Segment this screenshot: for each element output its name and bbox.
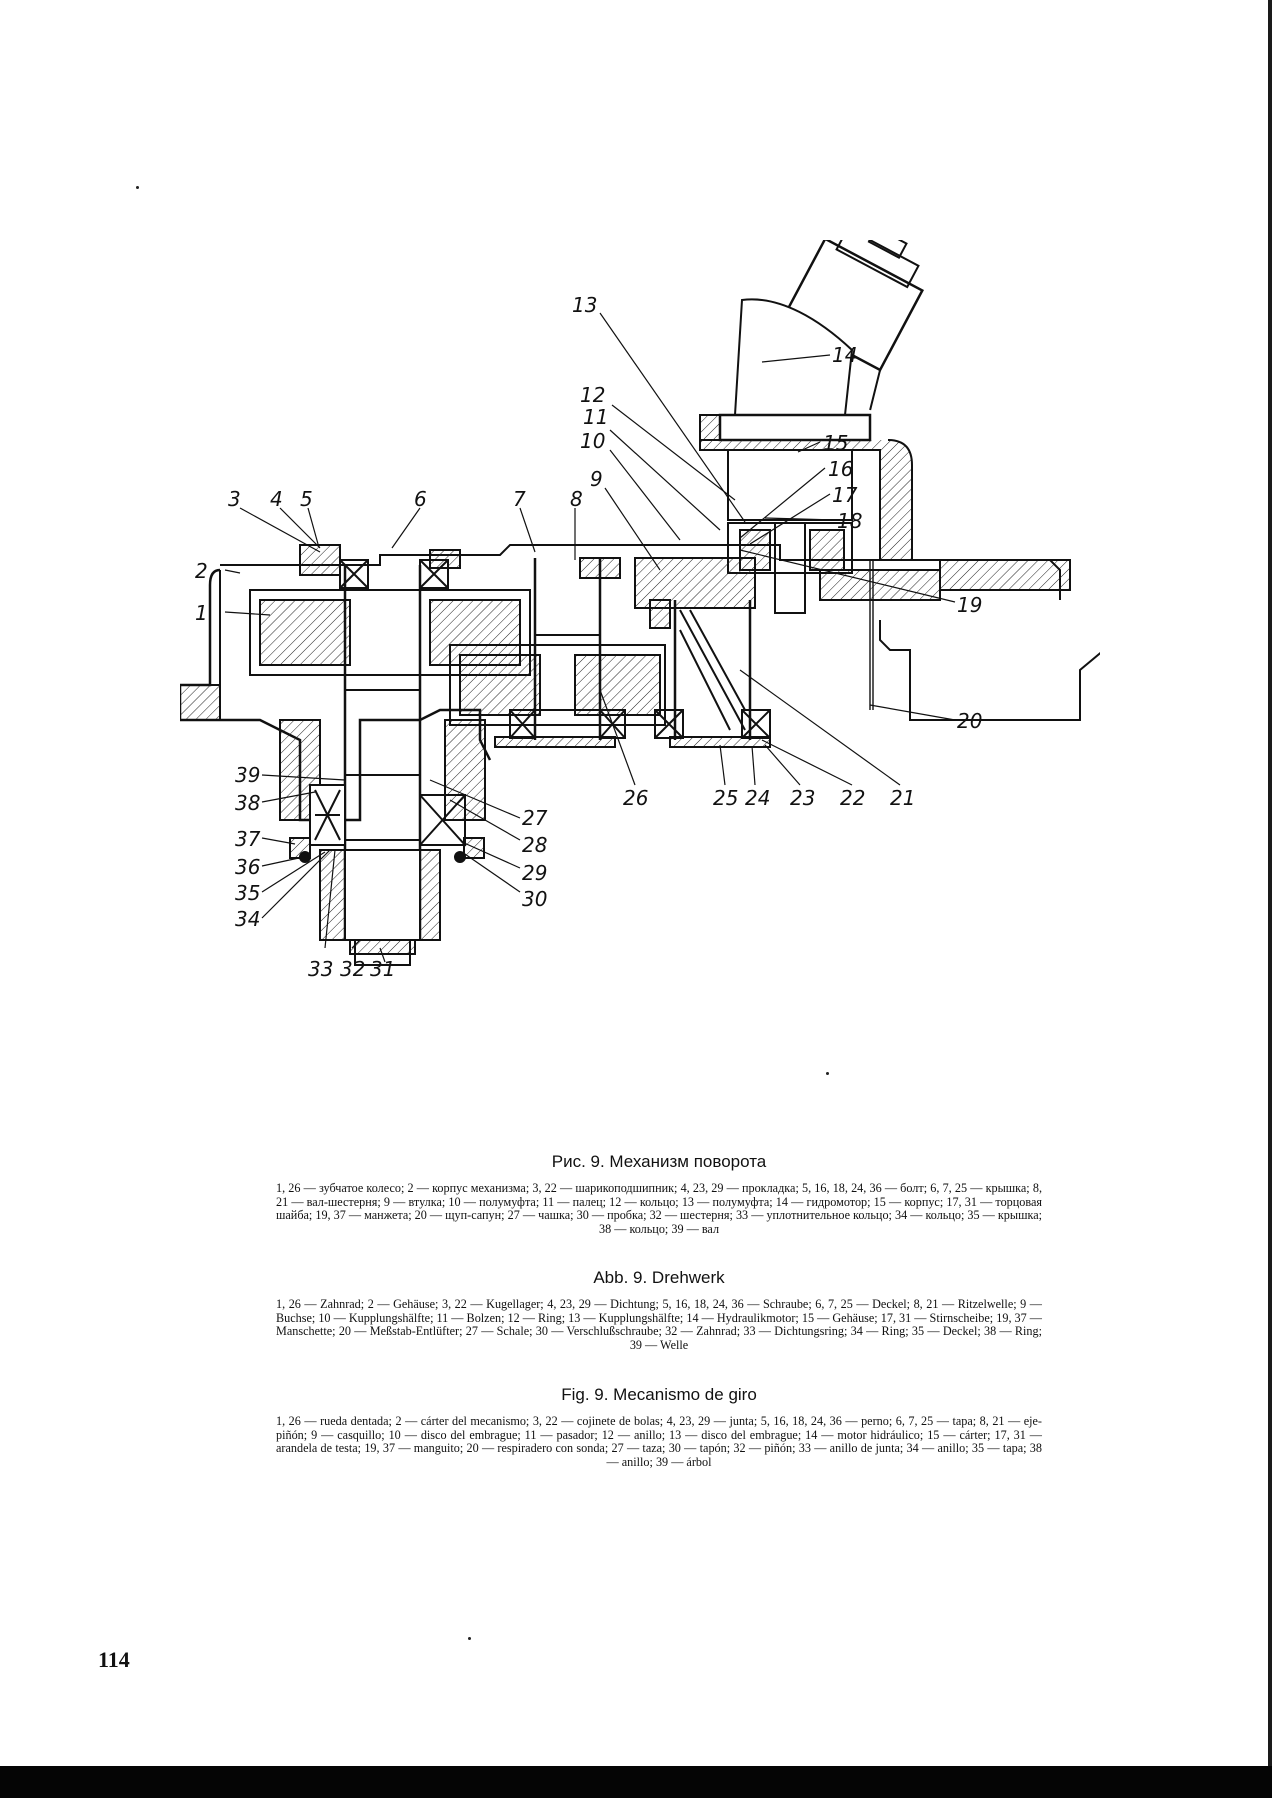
callout-5: 5 [300, 487, 313, 511]
callout-39: 39 [235, 763, 260, 787]
callout-3: 3 [228, 487, 241, 511]
callout-numbers: 1 2 3 4 5 6 7 8 9 10 11 12 13 14 15 16 1… [195, 293, 982, 981]
caption-title-spanish: Fig. 9. Mecanismo de giro [561, 1385, 757, 1404]
callout-18: 18 [837, 509, 862, 533]
callout-7: 7 [513, 487, 526, 511]
callout-27: 27 [522, 806, 548, 830]
callout-37: 37 [235, 827, 261, 851]
scan-bottom-band [0, 1766, 1272, 1798]
caption-legend-russian: 1, 26 — зубчатое колесо; 2 — корпус меха… [276, 1181, 1042, 1236]
caption-spanish: Fig. 9. Mecanismo de giro 1, 26 — rueda … [276, 1385, 1042, 1469]
callout-38: 38 [235, 791, 260, 815]
caption-russian: Рис. 9. Механизм поворота 1, 26 — зубчат… [276, 1152, 1042, 1236]
callout-32: 32 [340, 957, 365, 981]
callout-17: 17 [832, 483, 858, 507]
callout-19: 19 [957, 593, 982, 617]
callout-15: 15 [823, 431, 848, 455]
callout-20: 20 [957, 709, 982, 733]
callout-leader-lines [224, 312, 956, 963]
callout-25: 25 [713, 786, 738, 810]
callout-34: 34 [235, 907, 260, 931]
page-number: 114 [98, 1647, 130, 1672]
callout-2: 2 [195, 559, 208, 583]
callout-22: 22 [840, 786, 865, 810]
callout-11: 11 [583, 405, 608, 429]
caption-german: Abb. 9. Drehwerk 1, 26 — Zahnrad; 2 — Ge… [276, 1268, 1042, 1352]
slewing-mechanism-cross-section-drawing: 1 2 3 4 5 6 7 8 9 10 11 12 13 14 15 16 1… [180, 240, 1100, 981]
callout-16: 16 [828, 457, 853, 481]
paper-speck [468, 1637, 471, 1640]
callout-9: 9 [590, 467, 603, 491]
paper-speck [826, 1072, 829, 1075]
callout-23: 23 [790, 786, 815, 810]
callout-28: 28 [522, 833, 547, 857]
callout-10: 10 [580, 429, 605, 453]
caption-legend-spanish: 1, 26 — rueda dentada; 2 — cárter del me… [276, 1414, 1042, 1469]
callout-26: 26 [623, 786, 648, 810]
caption-title-german: Abb. 9. Drehwerk [593, 1268, 725, 1287]
callout-21: 21 [890, 786, 915, 810]
callout-31: 31 [370, 957, 395, 981]
callout-24: 24 [745, 786, 770, 810]
callout-1: 1 [195, 601, 208, 625]
caption-title-russian: Рис. 9. Механизм поворота [551, 1152, 767, 1171]
callout-36: 36 [235, 855, 260, 879]
callout-6: 6 [414, 487, 427, 511]
callout-8: 8 [570, 487, 583, 511]
callout-33: 33 [308, 957, 333, 981]
callout-13: 13 [572, 293, 597, 317]
callout-30: 30 [522, 887, 547, 911]
drawing-lines [180, 240, 1100, 966]
callout-4: 4 [270, 487, 283, 511]
callout-12: 12 [580, 383, 605, 407]
callout-35: 35 [235, 881, 260, 905]
scan-right-edge [1268, 0, 1272, 1766]
callout-14: 14 [832, 343, 857, 367]
caption-legend-german: 1, 26 — Zahnrad; 2 — Gehäuse; 3, 22 — Ku… [276, 1297, 1042, 1352]
callout-29: 29 [522, 861, 547, 885]
paper-speck [136, 186, 139, 189]
